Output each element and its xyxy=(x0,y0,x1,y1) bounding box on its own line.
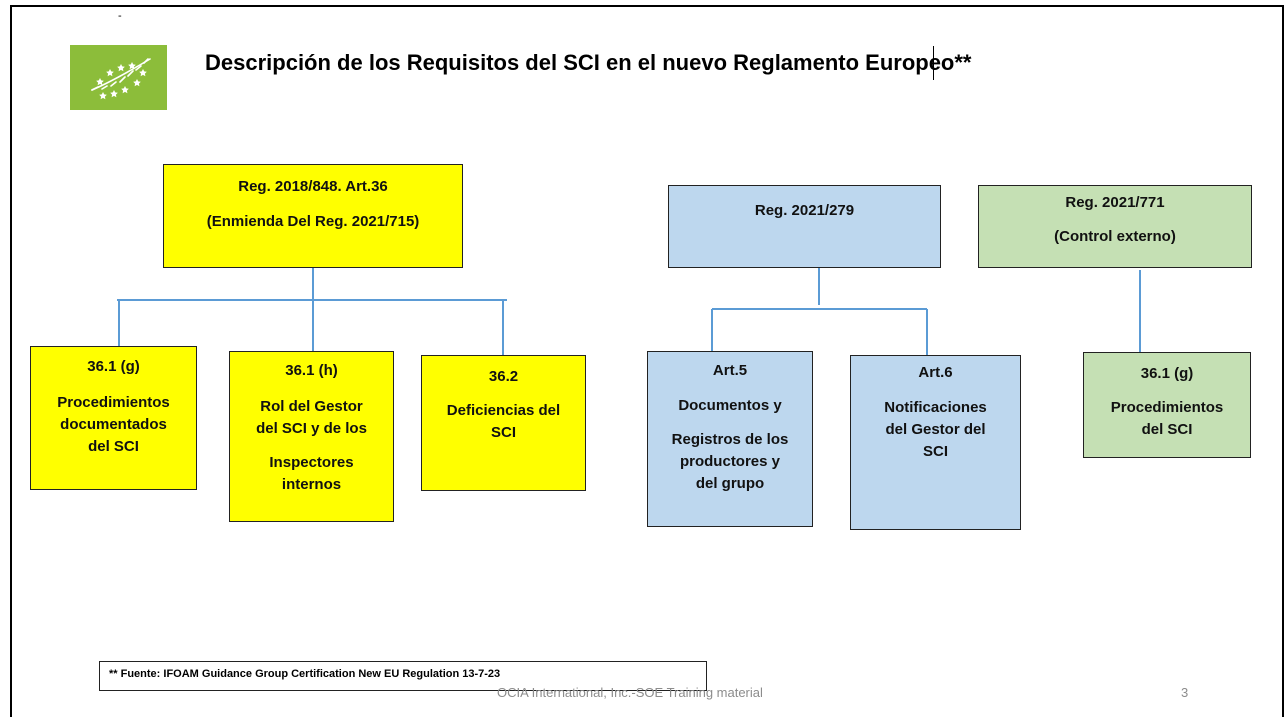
node-line: Inspectores xyxy=(269,454,354,471)
page-number: 3 xyxy=(1181,685,1189,700)
node-line: SCI xyxy=(490,424,516,441)
node-line: Reg. 2021/771 xyxy=(1065,194,1165,211)
node-line: del SCI xyxy=(88,438,139,455)
node-line: Procedimientos xyxy=(1110,399,1224,416)
node-heading: 36.1 (g) xyxy=(1140,365,1194,382)
node-line: Notificaciones xyxy=(884,399,987,416)
node-line: del Gestor del xyxy=(885,421,986,438)
node-heading: 36.1 (h) xyxy=(285,362,338,379)
node-line: SCI xyxy=(922,443,948,460)
node-line: Reg. 2018/848. Art.36 xyxy=(238,178,388,195)
node-yellow-36-2: 36.2 Deficiencias del SCI xyxy=(421,355,586,491)
node-line: Deficiencias del xyxy=(446,402,561,419)
node-yellow-36-1-h: 36.1 (h) Rol del Gestor del SCI y de los… xyxy=(229,351,394,522)
node-line: documentados xyxy=(60,416,167,433)
source-footnote: ** Fuente: IFOAM Guidance Group Certific… xyxy=(99,661,707,691)
page-title: Descripción de los Requisitos del SCI en… xyxy=(205,50,972,75)
node-blue-art-5: Art.5 Documentos y Registros de los prod… xyxy=(647,351,813,527)
node-line: internos xyxy=(281,476,342,493)
slide-footer: OCIA International, Inc.-SOE Training ma… xyxy=(497,685,763,700)
node-line: del SCI y de los xyxy=(256,420,367,437)
node-line: Documentos y xyxy=(678,397,782,414)
node-line: (Enmienda Del Reg. 2021/715) xyxy=(206,213,420,230)
slide-frame xyxy=(10,5,1284,717)
node-line: productores y xyxy=(679,453,781,470)
node-green-36-1-g: 36.1 (g) Procedimientos del SCI xyxy=(1083,352,1251,458)
node-line: (Control externo) xyxy=(1054,228,1176,245)
node-line: Rol del Gestor xyxy=(260,398,363,415)
node-blue-art-6: Art.6 Notificaciones del Gestor del SCI xyxy=(850,355,1021,530)
node-line: Procedimientos xyxy=(57,394,170,411)
node-reg-2021-279: Reg. 2021/279 xyxy=(668,185,941,268)
node-heading: 36.2 xyxy=(488,368,519,385)
node-reg-2018-848-art36: Reg. 2018/848. Art.36 (Enmienda Del Reg.… xyxy=(163,164,463,268)
node-line: del grupo xyxy=(695,475,765,492)
node-yellow-36-1-g: 36.1 (g) Procedimientos documentados del… xyxy=(30,346,197,490)
node-line: del SCI xyxy=(1141,421,1193,438)
node-line: Reg. 2021/279 xyxy=(754,202,855,219)
node-heading: Art.5 xyxy=(712,362,748,379)
node-heading: Art.6 xyxy=(918,364,953,381)
node-line: Registros de los xyxy=(671,431,789,448)
text-cursor xyxy=(933,46,934,80)
eu-organic-logo-icon xyxy=(70,45,167,110)
slide-dash-mark: - xyxy=(118,10,122,22)
node-heading: 36.1 (g) xyxy=(87,358,140,375)
node-reg-2021-771: Reg. 2021/771 (Control externo) xyxy=(978,185,1252,268)
